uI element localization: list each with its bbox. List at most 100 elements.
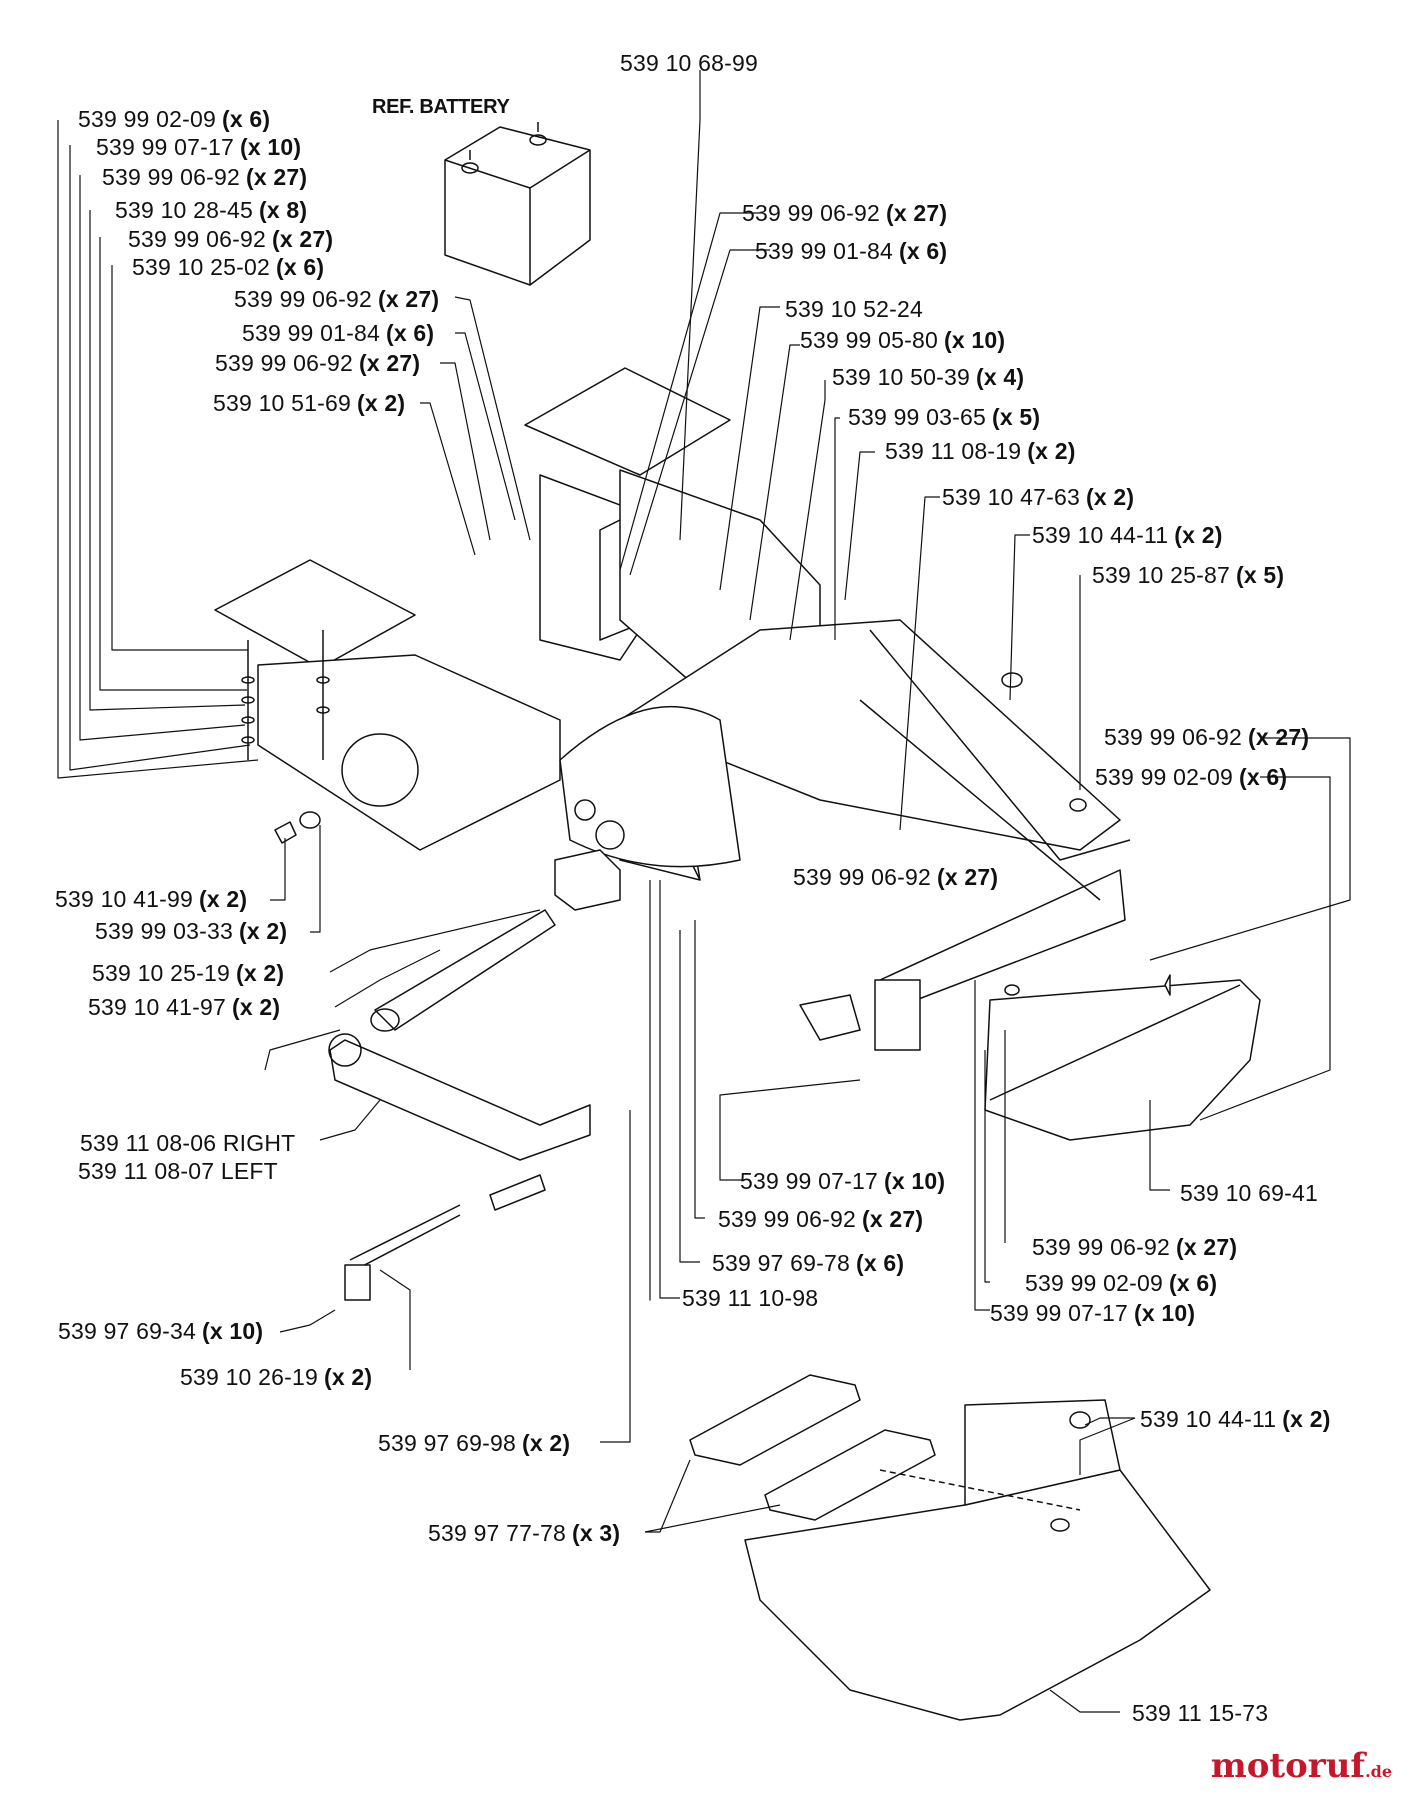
part-label: 539 11 08-19(x 2) (885, 438, 1076, 464)
part-label: 539 99 01-84(x 6) (755, 238, 947, 264)
logo-suffix: .de (1365, 1762, 1392, 1781)
part-label: 539 11 10-98 (682, 1285, 818, 1311)
part-number: 539 99 07-17 (740, 1168, 878, 1194)
part-quantity: (x 10) (883, 1168, 946, 1194)
battery-drawing (444, 122, 591, 286)
part-label: 539 99 07-17(x 10) (740, 1168, 945, 1194)
part-label: 539 11 08-07 LEFT (78, 1158, 278, 1184)
part-quantity: (x 8) (258, 197, 308, 223)
part-label: 539 99 05-80(x 10) (800, 327, 1005, 353)
part-label: 539 10 68-99 (620, 50, 758, 76)
part-number: 539 10 28-45 (115, 197, 253, 223)
part-number: 539 10 44-11 (1140, 1406, 1277, 1432)
part-label: 539 10 41-99(x 2) (55, 886, 247, 912)
part-label: 539 10 26-19(x 2) (180, 1364, 372, 1390)
part-number: 539 10 68-99 (620, 50, 758, 76)
part-label: 539 97 69-98(x 2) (378, 1430, 570, 1456)
part-quantity: (x 6) (221, 106, 271, 132)
part-number: 539 99 07-17 (990, 1300, 1128, 1326)
part-number: 539 10 25-02 (132, 254, 270, 280)
part-quantity: (x 6) (275, 254, 325, 280)
part-quantity: (x 6) (855, 1250, 905, 1276)
part-number: 539 11 10-98 (682, 1285, 819, 1311)
deck-cover-drawing (984, 979, 1261, 1141)
part-number: 539 10 25-87 (1092, 562, 1230, 588)
part-label: 539 10 44-11(x 2) (1032, 522, 1223, 548)
part-label: 539 10 25-87(x 5) (1092, 562, 1284, 588)
part-number: 539 10 47-63 (942, 484, 1080, 510)
part-quantity: (x 27) (245, 164, 308, 190)
part-number: 539 10 26-19 (180, 1364, 318, 1390)
part-number: 539 11 15-73 (1132, 1700, 1269, 1726)
part-number: 539 10 69-41 (1180, 1180, 1318, 1206)
part-quantity: (x 2) (231, 994, 281, 1020)
part-number: 539 99 06-92 (742, 200, 880, 226)
part-number: 539 99 06-92 (1104, 724, 1242, 750)
part-quantity: (x 6) (898, 238, 948, 264)
part-number: 539 10 41-97 (88, 994, 226, 1020)
part-label: 539 99 06-92(x 27) (234, 286, 439, 312)
part-quantity: (x 4) (975, 364, 1025, 390)
part-label: 539 99 07-17(x 10) (990, 1300, 1195, 1326)
part-number: 539 11 08-07 LEFT (78, 1158, 278, 1184)
part-number: 539 99 01-84 (242, 320, 380, 346)
part-label: 539 97 69-78(x 6) (712, 1250, 904, 1276)
hardware-drawing (241, 630, 1171, 1429)
part-label: 539 97 69-34(x 10) (58, 1318, 263, 1344)
part-quantity: (x 27) (377, 286, 440, 312)
part-label: 539 99 06-92(x 27) (1032, 1234, 1237, 1260)
part-quantity: (x 5) (991, 404, 1041, 430)
part-label: 539 99 06-92(x 27) (128, 226, 333, 252)
part-quantity: (x 10) (239, 134, 302, 160)
part-quantity: (x 2) (356, 390, 406, 416)
motoruf-logo[interactable]: motoruf.de (1211, 1746, 1392, 1786)
part-quantity: (x 10) (201, 1318, 264, 1344)
part-label: 539 99 01-84(x 6) (242, 320, 434, 346)
part-quantity: (x 27) (885, 200, 948, 226)
part-quantity: (x 2) (1282, 1406, 1331, 1432)
logo-name: motoruf (1210, 1746, 1366, 1786)
part-number: 539 99 02-09 (1025, 1270, 1163, 1296)
part-quantity: (x 10) (1133, 1300, 1196, 1326)
part-number: 539 97 69-98 (378, 1430, 516, 1456)
part-quantity: (x 5) (1235, 562, 1285, 588)
axle-and-arm-drawing (328, 909, 591, 1301)
part-number: 539 99 03-33 (95, 918, 233, 944)
part-number: 539 10 50-39 (832, 364, 970, 390)
part-quantity: (x 27) (861, 1206, 924, 1232)
part-label: 539 11 08-06 RIGHT (80, 1130, 295, 1156)
part-quantity: (x 2) (1174, 522, 1223, 548)
part-number: 539 97 69-34 (58, 1318, 196, 1344)
part-number: 539 99 06-92 (793, 864, 931, 890)
part-label: 539 10 50-39(x 4) (832, 364, 1024, 390)
part-quantity: (x 10) (943, 327, 1006, 353)
part-number: 539 10 52-24 (785, 296, 923, 322)
part-label: 539 10 25-19(x 2) (92, 960, 284, 986)
part-number: 539 11 08-06 RIGHT (80, 1130, 296, 1156)
part-quantity: (x 2) (235, 960, 285, 986)
part-number: 539 99 06-92 (102, 164, 240, 190)
part-quantity: (x 27) (1247, 724, 1310, 750)
part-number: 539 99 01-84 (755, 238, 893, 264)
part-number: 539 11 08-19 (885, 438, 1022, 464)
part-number: 539 99 06-92 (234, 286, 372, 312)
part-number: 539 10 41-99 (55, 886, 193, 912)
part-label: 539 99 06-92(x 27) (1104, 724, 1309, 750)
part-number: 539 99 07-17 (96, 134, 234, 160)
part-label: 539 99 06-92(x 27) (215, 350, 420, 376)
part-quantity: (x 27) (936, 864, 999, 890)
foot-mats-drawing (689, 1374, 936, 1521)
part-quantity: (x 2) (198, 886, 248, 912)
part-number: 539 99 06-92 (128, 226, 266, 252)
part-label: 539 99 06-92(x 27) (718, 1206, 923, 1232)
part-quantity: (x 2) (521, 1430, 571, 1456)
floor-pan-drawing (744, 1399, 1211, 1721)
part-label: 539 99 03-65(x 5) (848, 404, 1040, 430)
part-quantity: (x 27) (271, 226, 334, 252)
part-label: 539 99 07-17(x 10) (96, 134, 301, 160)
part-label: 539 99 02-09(x 6) (78, 106, 270, 132)
part-label: 539 99 03-33(x 2) (95, 918, 287, 944)
part-label: 539 10 51-69(x 2) (213, 390, 405, 416)
